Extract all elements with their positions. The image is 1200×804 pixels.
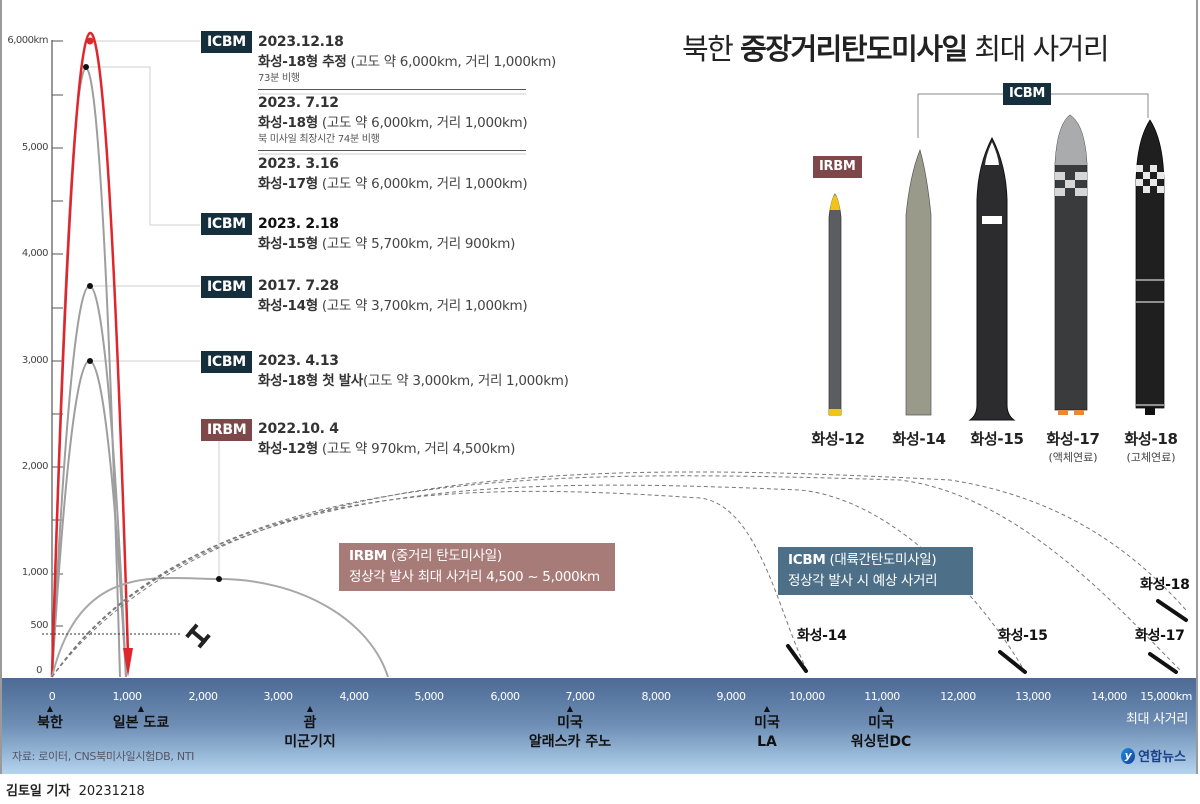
icbm-badge: ICBM bbox=[201, 276, 252, 298]
y-tick-500: 500 bbox=[30, 620, 48, 631]
place-north-korea: ▲북한 bbox=[37, 704, 63, 731]
source-credit: 자료: 로이터, CNS북미사일시험DB, NTI bbox=[12, 750, 195, 763]
missile-label-hwasong-14: 화성-14 bbox=[892, 430, 946, 448]
irbm-badge: IRBM bbox=[201, 419, 253, 441]
ground-axis-band bbox=[2, 678, 1196, 774]
event-2023-02-18: 2023. 2.18 화성-15형 (고도 약 5,700km, 거리 900k… bbox=[258, 216, 516, 252]
icbm-badge: ICBM bbox=[201, 31, 252, 53]
yonhap-logo-icon: y bbox=[1121, 747, 1136, 764]
missile-hwasong-14 bbox=[905, 148, 932, 416]
x-tick: 8,000 bbox=[641, 690, 672, 703]
x-tick: 1,000 bbox=[112, 690, 143, 703]
event-2017-07-28: 2017. 7.28 화성-14형 (고도 약 3,700km, 거리 1,00… bbox=[258, 278, 528, 314]
x-tick: 6,000 bbox=[490, 690, 521, 703]
x-tick: 7,000 bbox=[565, 690, 596, 703]
page-title: 북한 중장거리탄도미사일 최대 사거리 bbox=[682, 32, 1110, 66]
missile-hwasong-18 bbox=[1135, 119, 1165, 415]
y-tick-4000: 4,000 bbox=[21, 248, 49, 259]
event-2022-10-04: 2022.10. 4 화성-12형 (고도 약 970km, 거리 4,500k… bbox=[258, 421, 516, 457]
range-label-hwasong-14: 화성-14 bbox=[797, 628, 847, 644]
icbm-badge: ICBM bbox=[201, 351, 252, 373]
missile-label-hwasong-15: 화성-15 bbox=[970, 430, 1024, 448]
y-tick-1000: 1,000 bbox=[21, 567, 49, 578]
byline: 김토일 기자 20231218 bbox=[6, 784, 145, 799]
x-tick: 0 bbox=[48, 690, 56, 703]
event-2023-12-18: 2023.12.18 화성-18형 추정 (고도 약 6,000km, 거리 1… bbox=[258, 34, 557, 192]
missile-hwasong-17 bbox=[1054, 114, 1088, 415]
y-tick-0: 0 bbox=[36, 665, 42, 676]
icbm-badge: ICBM bbox=[201, 213, 252, 235]
x-tick: 4,000 bbox=[339, 690, 370, 703]
y-tick-5000: 5,000 bbox=[21, 142, 49, 153]
y-tick-6000: 6,000km bbox=[7, 35, 48, 46]
x-tick: 12,000 bbox=[940, 690, 976, 703]
satellite-icon bbox=[185, 623, 211, 649]
x-tick: 9,000 bbox=[716, 690, 747, 703]
missile-hwasong-15 bbox=[968, 136, 1016, 421]
y-tick-3000: 3,000 bbox=[21, 355, 49, 366]
missile-label-hwasong-18: 화성-18 bbox=[1124, 430, 1178, 448]
missile-label-hwasong-12: 화성-12 bbox=[811, 430, 865, 448]
range-label-hwasong-15: 화성-15 bbox=[998, 628, 1048, 644]
x-tick: 15,000km bbox=[1140, 690, 1192, 703]
missile-fuel-hwasong-18: (고체연료) bbox=[1126, 451, 1176, 464]
event-2023-04-13: 2023. 4.13 화성-18형 첫 발사(고도 약 3,000km, 거리 … bbox=[258, 353, 569, 389]
icbm-range-callout: ICBM (대륙간탄도미사일) 정상각 발사 시 예상 사거리 bbox=[778, 547, 973, 595]
x-tick: 10,000 bbox=[789, 690, 825, 703]
place-tokyo: ▲일본 도쿄 bbox=[112, 704, 170, 731]
irbm-range-callout: IRBM (중거리 탄도미사일) 정상각 발사 최대 사거리 4,500 ~ 5… bbox=[339, 543, 615, 591]
range-label-hwasong-18: 화성-18 bbox=[1140, 577, 1190, 593]
irbm-group-badge: IRBM bbox=[813, 156, 862, 178]
range-label-hwasong-17: 화성-17 bbox=[1135, 628, 1185, 644]
missile-hwasong-12 bbox=[828, 193, 842, 416]
y-tick-2000: 2,000 bbox=[21, 461, 49, 472]
x-axis-label: 최대 사거리 bbox=[1125, 712, 1188, 727]
x-tick: 13,000 bbox=[1015, 690, 1051, 703]
missile-fuel-hwasong-17: (액체연료) bbox=[1048, 451, 1098, 464]
infographic-frame bbox=[0, 0, 1198, 774]
x-tick: 5,000 bbox=[414, 690, 445, 703]
missile-label-hwasong-17: 화성-17 bbox=[1046, 430, 1100, 448]
x-tick: 11,000 bbox=[864, 690, 900, 703]
icbm-group-badge: ICBM bbox=[1003, 83, 1052, 105]
x-tick: 3,000 bbox=[263, 690, 294, 703]
x-tick: 14,000 bbox=[1091, 690, 1127, 703]
x-tick: 2,000 bbox=[188, 690, 219, 703]
